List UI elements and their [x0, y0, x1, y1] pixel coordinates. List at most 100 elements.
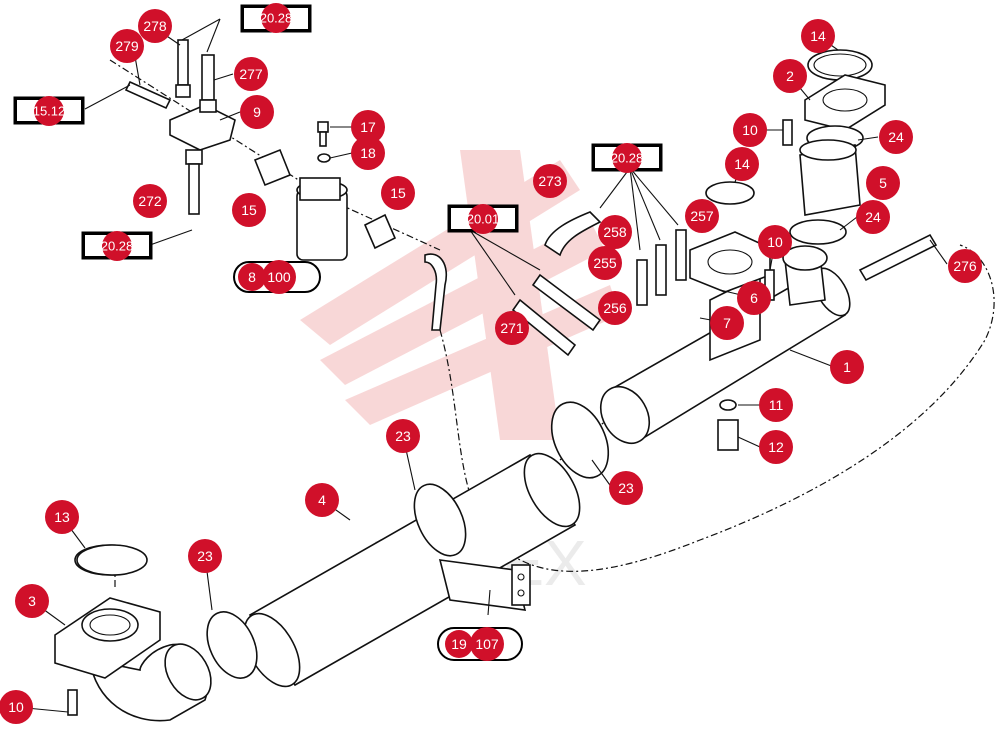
bolt-255 [636, 259, 648, 306]
callout-label: 10 [742, 122, 758, 138]
callout-label: 12 [768, 439, 784, 455]
callout-label: 2 [786, 68, 794, 84]
callout-10-top[interactable]: 10 [733, 113, 767, 147]
callout-label: 9 [253, 104, 261, 120]
clamp-23-mid [413, 483, 467, 557]
callout-14-top[interactable]: 14 [801, 19, 835, 53]
callout-255[interactable]: 255 [588, 246, 622, 280]
callout-9[interactable]: 9 [240, 95, 274, 129]
callout-3[interactable]: 3 [15, 584, 49, 618]
callout-label: 271 [500, 320, 524, 336]
callout-107[interactable]: 107 [470, 627, 504, 661]
ref-label: 20.01 [467, 212, 500, 227]
callout-10-bottom[interactable]: 10 [0, 690, 33, 724]
callout-label: 18 [360, 145, 376, 161]
callout-2[interactable]: 2 [773, 59, 807, 93]
callout-label: 24 [888, 129, 904, 145]
callout-23-right[interactable]: 23 [609, 471, 643, 505]
bolt-10-bottom [67, 689, 78, 716]
callout-label: 279 [115, 38, 139, 54]
callout-276[interactable]: 276 [948, 249, 982, 283]
washer-18 [317, 153, 331, 163]
callout-19[interactable]: 19 [445, 630, 473, 658]
callout-label: 5 [879, 175, 887, 191]
bracket-19 [438, 559, 531, 611]
callout-label: 107 [475, 636, 499, 652]
ref-label: 20.28 [260, 11, 293, 26]
callout-17[interactable]: 17 [351, 110, 385, 144]
callout-257[interactable]: 257 [685, 199, 719, 233]
callout-100[interactable]: 100 [262, 260, 296, 294]
bolt-256 [531, 273, 602, 332]
bolt-258 [655, 244, 667, 296]
callout-15-left[interactable]: 15 [232, 193, 266, 227]
callout-label: 255 [593, 255, 617, 271]
callout-label: 1 [843, 359, 851, 375]
callout-label: 4 [318, 492, 326, 508]
callout-272[interactable]: 272 [133, 184, 167, 218]
callout-279[interactable]: 279 [110, 29, 144, 63]
callout-273[interactable]: 273 [533, 164, 567, 198]
callout-label: 13 [54, 509, 70, 525]
bolt-278 [175, 39, 191, 98]
callout-12[interactable]: 12 [759, 430, 793, 464]
callout-label: 278 [143, 18, 167, 34]
callout-label: 23 [395, 428, 411, 444]
bolt-257 [675, 229, 687, 281]
ref-box-20-28-top[interactable]: 20.28 [240, 3, 312, 33]
callout-label: 7 [723, 315, 731, 331]
ref-box-20-28-center[interactable]: 20.28 [591, 143, 663, 173]
callout-277[interactable]: 277 [234, 57, 268, 91]
callout-11[interactable]: 11 [759, 388, 793, 422]
callout-23-mid[interactable]: 23 [386, 419, 420, 453]
flange-2 [804, 74, 886, 131]
plug-12 [717, 419, 739, 451]
callouts: 1 2 3 4 5 6 7 8 9 10 10 10 11 12 13 14 1… [0, 9, 982, 724]
callout-4[interactable]: 4 [305, 483, 339, 517]
callout-256[interactable]: 256 [598, 291, 632, 325]
callout-7[interactable]: 7 [710, 306, 744, 340]
callout-label: 258 [603, 224, 627, 240]
callout-23-left[interactable]: 23 [188, 539, 222, 573]
callout-15-right[interactable]: 15 [381, 176, 415, 210]
callout-label: 14 [810, 28, 826, 44]
callout-5[interactable]: 5 [866, 166, 900, 200]
callout-label: 14 [734, 156, 750, 172]
fitting-15-left [253, 148, 292, 187]
callout-label: 10 [8, 699, 24, 715]
watermark-logo [300, 150, 620, 440]
callout-label: 19 [451, 636, 467, 652]
callout-8[interactable]: 8 [238, 263, 266, 291]
washer-11 [719, 399, 737, 411]
bolt-271 [511, 298, 577, 357]
callout-1[interactable]: 1 [830, 350, 864, 384]
callout-label: 277 [239, 66, 263, 82]
callout-13[interactable]: 13 [45, 500, 79, 534]
callout-label: 6 [750, 290, 758, 306]
callout-24-top[interactable]: 24 [879, 120, 913, 154]
callout-14-mid[interactable]: 14 [725, 147, 759, 181]
callout-label: 15 [241, 202, 257, 218]
callout-24-bottom[interactable]: 24 [856, 200, 890, 234]
routing-line [439, 244, 995, 572]
callout-label: 17 [360, 119, 376, 135]
filter-8 [296, 177, 348, 261]
callout-10-mid[interactable]: 10 [758, 225, 792, 259]
callout-label: 8 [248, 269, 256, 285]
bolt-10-top [782, 119, 793, 146]
callout-258[interactable]: 258 [598, 215, 632, 249]
callout-label: 24 [865, 209, 881, 225]
callout-271[interactable]: 271 [495, 311, 529, 345]
rod-279 [124, 80, 172, 110]
ref-box-20-28-left[interactable]: 20.28 [81, 231, 153, 261]
callout-6[interactable]: 6 [737, 281, 771, 315]
ref-box-15-12[interactable]: 15.12 [13, 96, 85, 126]
ref-box-20-01[interactable]: 20.01 [447, 204, 519, 234]
clamp-23-left [206, 611, 258, 679]
callout-278[interactable]: 278 [138, 9, 172, 43]
ref-label: 20.28 [611, 151, 644, 166]
elbow-3 [54, 544, 212, 722]
callout-18[interactable]: 18 [351, 136, 385, 170]
callout-label: 100 [267, 269, 291, 285]
